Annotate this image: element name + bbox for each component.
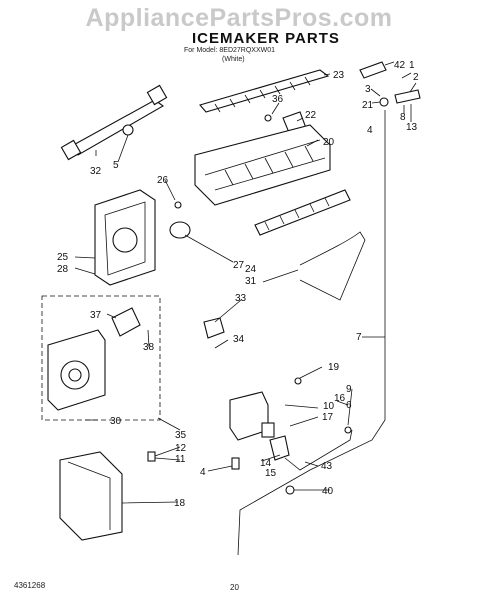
callout-20: 20 xyxy=(323,137,335,148)
model-line: For Model: 8ED27RQXXW01 xyxy=(184,47,276,54)
callout-5: 5 xyxy=(113,160,119,171)
fill-fitting-part xyxy=(359,61,421,107)
callout-9: 9 xyxy=(346,384,352,395)
callout-28: 28 xyxy=(57,264,69,275)
compression-nut-part xyxy=(231,457,240,470)
callout-25: 25 xyxy=(57,252,69,263)
callout-35: 35 xyxy=(175,430,187,441)
callout-4b: 4 xyxy=(200,467,206,478)
callout-23: 23 xyxy=(333,70,345,81)
callout-11: 11 xyxy=(175,454,186,465)
callout-7: 7 xyxy=(356,332,362,343)
callout-2: 2 xyxy=(413,72,419,83)
callout-16: 16 xyxy=(334,393,346,404)
callout-3: 3 xyxy=(365,84,371,95)
color-line: (White) xyxy=(222,56,245,63)
page-number: 20 xyxy=(230,583,239,592)
callout-24: 24 xyxy=(245,264,257,275)
clamp-part xyxy=(344,426,352,434)
callout-4: 4 xyxy=(367,125,373,136)
ice-mold-part xyxy=(194,124,331,206)
shutoff-arm-part xyxy=(299,231,366,301)
callout-26: 26 xyxy=(157,175,169,186)
wire-harness-part xyxy=(60,84,168,161)
ice-shelf-part xyxy=(254,189,351,236)
screw-part-26 xyxy=(174,201,182,209)
callout-19: 19 xyxy=(328,362,340,373)
callout-13: 13 xyxy=(406,122,418,133)
callout-42: 42 xyxy=(394,60,406,71)
callout-36: 36 xyxy=(272,94,284,105)
callout-38: 38 xyxy=(143,342,155,353)
inlet-tube-part xyxy=(284,429,353,471)
module-group-outline xyxy=(41,295,161,421)
screw-part xyxy=(264,114,272,122)
callout-34: 34 xyxy=(233,334,245,345)
callout-12: 12 xyxy=(175,443,187,454)
callout-32: 32 xyxy=(90,166,102,177)
control-module-part xyxy=(47,329,106,411)
watermark: AppliancePartsPros.com xyxy=(85,4,393,32)
callout-15: 15 xyxy=(265,468,277,479)
control-housing-part xyxy=(94,189,156,286)
screw-part-19 xyxy=(294,377,302,385)
water-tube-part xyxy=(237,110,386,556)
callout-21: 21 xyxy=(362,100,374,111)
page-title: ICEMAKER PARTS xyxy=(192,30,340,47)
motor-part xyxy=(169,221,191,239)
callout-27: 27 xyxy=(233,260,245,271)
callout-1: 1 xyxy=(409,60,415,71)
screw-part-40 xyxy=(285,485,295,495)
callout-17: 17 xyxy=(322,412,334,423)
ice-stripper-part xyxy=(199,69,330,113)
water-valve-part xyxy=(229,391,290,461)
callout-31: 31 xyxy=(245,276,257,287)
screw-part-12 xyxy=(147,451,156,462)
callout-33: 33 xyxy=(235,293,247,304)
clip-part xyxy=(203,317,225,339)
callout-8: 8 xyxy=(400,112,406,123)
cover-part xyxy=(111,307,141,337)
callout-37: 37 xyxy=(90,310,102,321)
callout-30: 30 xyxy=(110,416,122,427)
callout-40: 40 xyxy=(322,486,334,497)
callout-18: 18 xyxy=(174,498,186,509)
ice-bucket-part xyxy=(59,451,123,541)
callout-14: 14 xyxy=(260,458,272,469)
callout-43: 43 xyxy=(321,461,333,472)
callout-10: 10 xyxy=(323,401,335,412)
document-number: 4361268 xyxy=(14,581,46,590)
callout-22: 22 xyxy=(305,110,317,121)
leader-lines xyxy=(74,61,417,504)
callout-labels: 42 1 2 3 21 8 13 23 36 22 4 20 32 5 26 2… xyxy=(57,60,419,509)
callout-6: 6 xyxy=(346,400,352,411)
